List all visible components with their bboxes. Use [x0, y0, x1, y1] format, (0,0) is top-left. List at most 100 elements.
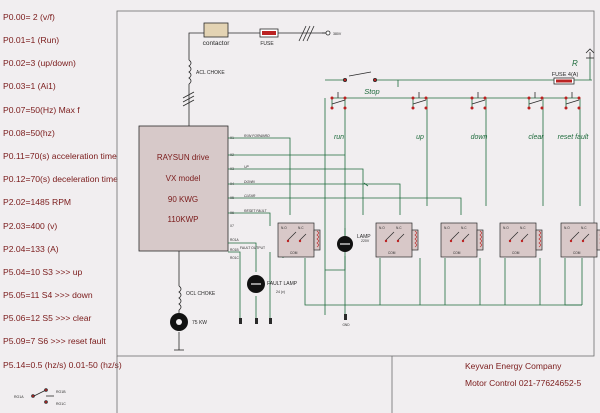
relay-no-label: N.O — [564, 226, 570, 230]
fault-lamp-icon — [247, 275, 265, 293]
relay-nc-label: N.C — [298, 226, 304, 230]
drive-rating-p: 110KWP — [168, 215, 199, 224]
parameter-line: P2.03=400 (v) — [3, 221, 58, 231]
motor-circuit — [174, 251, 184, 351]
drive-model: VX model — [166, 174, 201, 183]
fuse-label: FUSE — [260, 41, 274, 47]
supply-r-symbol — [553, 48, 595, 85]
parameter-line: P2.02=1485 RPM — [3, 197, 72, 207]
acl-choke-coil — [188, 59, 192, 85]
acl-choke-label: ACL CHOKE — [196, 70, 225, 76]
relay-com-label: COM — [290, 251, 298, 255]
drawing-frame — [116, 10, 595, 357]
drive-rating-g: 90 KWG — [168, 195, 198, 204]
lamp-label: LAMP — [357, 234, 371, 240]
relay-nc-label: N.C — [520, 226, 526, 230]
drive-terminal-label: X4 — [230, 182, 234, 186]
drive-terminal-label: X6 — [230, 211, 234, 215]
drive-terminal-label: RO1B — [230, 248, 239, 252]
ocl-choke-coil — [178, 285, 182, 311]
pushbutton-label: reset fault — [558, 134, 590, 141]
company-subtitle: Motor Control 021-77624652-5 — [465, 378, 582, 388]
parameter-line: P5.09=7 S6 >>> reset fault — [3, 336, 106, 346]
relay-no-label: N.O — [503, 226, 509, 230]
pushbutton-bank: run up down clear reset fault — [330, 92, 590, 141]
legend-ro1a: RO1A — [14, 395, 24, 399]
parameter-line: P5.06=12 S5 >>> clear — [3, 313, 92, 323]
pushbutton-clear[interactable]: clear — [527, 92, 545, 141]
drive-terminal-label: X2 — [230, 153, 234, 157]
drive-terminal-label: RO1C — [230, 256, 240, 260]
pushbutton-run[interactable]: run — [330, 92, 347, 141]
relay-no-label: N.O — [281, 226, 287, 230]
supply-circuit — [182, 22, 331, 126]
fuse4-label: FUSE 4(A) — [552, 72, 579, 78]
drive-terminal-label: X3 — [230, 167, 234, 171]
parameter-line: P0.02=3 (up/down) — [3, 58, 76, 68]
pushbutton-up[interactable]: up — [411, 92, 428, 141]
fault-lamp-label: FAULT LAMP — [267, 281, 298, 287]
parameter-line: P0.00= 2 (v/f) — [3, 12, 55, 22]
parameter-line: P2.04=133 (A) — [3, 244, 59, 254]
relay-4: N.O N.C COM — [499, 222, 543, 258]
contactor-box — [203, 22, 229, 38]
company-name: Keyvan Energy Company — [465, 361, 562, 371]
motor-label: 75 KW — [192, 320, 207, 326]
parameter-line: P5.04=10 S3 >>> up — [3, 267, 83, 277]
parameter-line: P0.07=50(Hz) Max f — [3, 105, 80, 115]
lamp-icon — [337, 236, 353, 252]
raysun-drive-box — [138, 125, 229, 252]
drive-terminal-label: RO1A — [230, 238, 240, 242]
r-label: R — [572, 59, 578, 68]
supply-voltage-label: 380V — [333, 32, 342, 36]
relay-nc-label: N.C — [461, 226, 467, 230]
parameter-line: P0.12=70(s) deceleration time — [3, 174, 118, 184]
parameter-line: P0.11=70(s) acceleration time — [3, 151, 117, 161]
ocl-choke-label: OCL CHOKE — [186, 291, 216, 297]
relay-no-label: N.O — [444, 226, 450, 230]
pushbutton-label: up — [416, 134, 424, 141]
legend-ro1c: RO1C — [56, 402, 66, 406]
relay-nc-label: N.C — [581, 226, 587, 230]
relay-no-label: N.O — [379, 226, 385, 230]
relay-com-label: COM — [573, 251, 581, 255]
drive-terminal-label: X7 — [230, 224, 234, 228]
parameter-line: P0.01=1 (Run) — [3, 35, 60, 45]
parameter-line: P0.08=50(hz) — [3, 128, 55, 138]
pushbutton-label: down — [471, 134, 488, 141]
relay-1: N.O N.C COM — [277, 222, 321, 258]
drive-terminal-label: X1 — [230, 136, 234, 140]
relay-5: N.O N.C COM — [560, 222, 600, 258]
parameter-line: P0.03=1 (Ai1) — [3, 81, 56, 91]
relay-contact-legend — [31, 388, 54, 404]
relay-3: N.O N.C COM — [440, 222, 484, 258]
drive-signal-label: RESET FAULT — [244, 209, 267, 213]
pushbutton-reset-fault[interactable]: reset fault — [558, 92, 590, 141]
control-wiring — [228, 58, 592, 320]
gnd-label: GND — [342, 323, 350, 327]
drive-signal-label: RUN FORWARD — [244, 134, 270, 138]
stop-label: Stop — [364, 87, 379, 96]
drive-terminal-label: X5 — [230, 196, 234, 200]
pushbutton-label: clear — [528, 134, 544, 141]
terminal-marks — [239, 314, 347, 324]
relay-com-label: COM — [388, 251, 396, 255]
relay-com-label: COM — [512, 251, 520, 255]
drive-name: RAYSUN drive — [157, 153, 210, 162]
pushbutton-down[interactable]: down — [470, 92, 488, 141]
legend-ro1b: RO1B — [56, 390, 66, 394]
stop-switch[interactable] — [342, 71, 377, 83]
pushbutton-label: run — [334, 134, 344, 141]
relay-com-label: COM — [453, 251, 461, 255]
drive-signal-label: CLEAR — [244, 194, 256, 198]
fault-lamp-voltage: 24 (v) — [276, 290, 285, 294]
relay-2: N.O N.C COM — [375, 222, 419, 258]
relay-nc-label: N.C — [396, 226, 402, 230]
parameter-line: P5.14=0.5 (hz/s) 0.01-50 (hz/s) — [3, 360, 122, 370]
lamp-voltage: 220V — [361, 239, 370, 243]
fault-output-label: FAULT OUTPUT — [240, 246, 265, 250]
